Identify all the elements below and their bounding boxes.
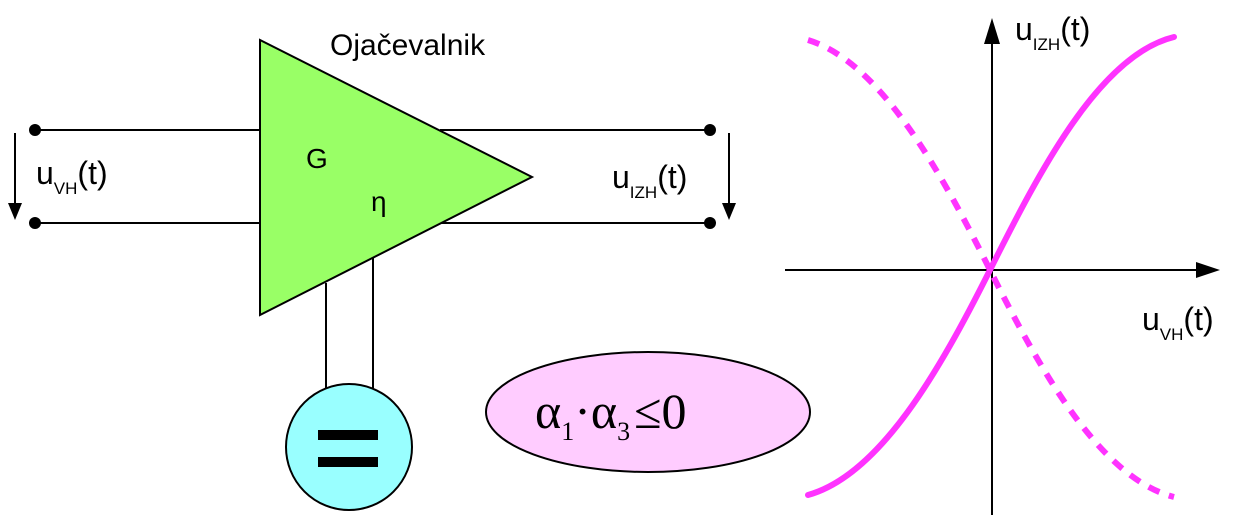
gain-symbol: G: [306, 143, 328, 174]
dc-symbol-bottom-bar: [318, 457, 378, 467]
input-bottom-terminal: [29, 217, 41, 229]
y-axis-arrowhead: [984, 18, 1000, 44]
input-terminals: [8, 124, 260, 229]
input-voltage-label: uVH(t): [36, 155, 108, 198]
x-axis-label: uVH(t): [1142, 301, 1214, 344]
power-supply-circle: [285, 383, 413, 511]
x-axis-arrowhead: [1196, 262, 1220, 278]
condition-box: α1·α3≤0: [485, 351, 811, 473]
efficiency-symbol: η: [371, 186, 387, 217]
output-bottom-terminal: [704, 217, 716, 229]
output-voltage-label: uIZH(t): [612, 159, 687, 202]
power-leads: [325, 258, 374, 388]
dc-symbol-top-bar: [318, 430, 378, 440]
power-supply: [285, 383, 413, 511]
output-arrowhead: [722, 203, 736, 220]
transfer-graph: uIZH(t) uVH(t): [785, 11, 1220, 515]
input-top-terminal: [29, 124, 41, 136]
condition-ellipse: [485, 351, 811, 473]
input-arrowhead: [8, 203, 22, 220]
amplifier-title: Ojačevalnik: [330, 29, 486, 62]
solid-curve: [805, 34, 1177, 498]
amplifier-triangle: [259, 38, 535, 317]
output-top-terminal: [704, 124, 716, 136]
condition-formula: α1·α3≤0: [535, 383, 687, 446]
output-terminals: [440, 124, 736, 229]
y-axis-label: uIZH(t): [1015, 11, 1090, 54]
